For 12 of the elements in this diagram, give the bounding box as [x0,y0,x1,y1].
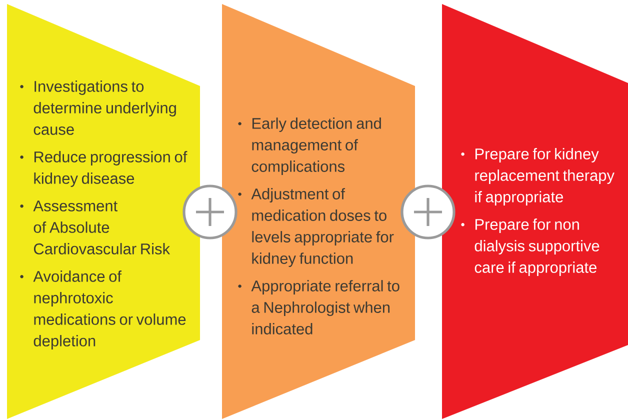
bullet-item: Avoidance of nephrotoxic medications or volume depletion [20,270,186,350]
bullet-item: Prepare for non dialysis supportive care if appropriate [461,218,600,276]
bullet-item: Appropriate referral to a Nephrologist when indicated [238,280,400,334]
bullet-item: Prepare for kidney replacement therapy if appropriate [461,148,614,206]
bullet-item: Investigations to determine underlying cause [20,80,176,135]
chevron-panel [222,4,415,419]
bullet-item: Early detection and management of complications [238,118,381,175]
chevron-panel [442,4,628,419]
chevron-panel [7,4,200,419]
bullet-item: Reduce progression of kidney disease [20,151,188,187]
bullet-item: Adjustment of medication doses to levels appropriate for kidney function [238,188,394,267]
bullet-item: Assessment of Absolute Cardiovascular Risk [20,200,170,254]
